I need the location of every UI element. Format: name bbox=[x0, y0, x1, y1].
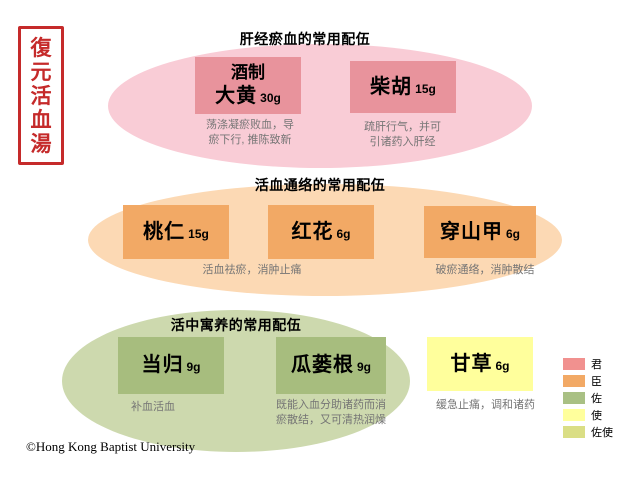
group3-title: 活中寓养的常用配伍 bbox=[170, 317, 302, 333]
legend-row-zuo: 佐 bbox=[563, 389, 613, 406]
herb-name: 穿山甲 bbox=[439, 220, 503, 243]
caption-line: 破瘀通络，消肿散结 bbox=[435, 264, 535, 276]
caption-line: 补血活血 bbox=[131, 401, 175, 413]
legend-row-jun: 君 bbox=[563, 355, 613, 372]
herb-prefix: 酒制 bbox=[231, 63, 265, 83]
legend-swatch-shi bbox=[563, 408, 585, 421]
caption-line: 既能入血分助诸药而消 bbox=[276, 399, 386, 411]
group1-ellipse bbox=[108, 44, 532, 168]
caption-taoren-honghua: 活血祛瘀，消肿止痛 bbox=[178, 263, 326, 278]
herb-box-honghua: 红花 6g bbox=[268, 205, 374, 259]
caption-line: 缓急止痛，调和诸药 bbox=[436, 399, 535, 411]
caption-line: 疏肝行气，并可 bbox=[364, 121, 441, 133]
caption-dahuang: 荡涤凝瘀败血，导 瘀下行, 推陈致新 bbox=[176, 118, 324, 149]
legend-swatch-zuoshi bbox=[563, 425, 585, 438]
legend-label: 君 bbox=[591, 358, 602, 371]
caption-gancao: 缓急止痛，调和诸药 bbox=[413, 398, 558, 413]
herb-dose: 9g bbox=[186, 360, 201, 374]
legend-row-chen: 臣 bbox=[563, 372, 613, 389]
herb-dose: 30g bbox=[260, 90, 281, 105]
herb-box-gualougen: 瓜蒌根 9g bbox=[276, 337, 386, 394]
caption-line: 瘀散结，又可清热润燥 bbox=[276, 414, 386, 427]
herb-box-dahuang: 酒制 大黄 30g bbox=[195, 57, 301, 114]
legend-swatch-chen bbox=[563, 374, 585, 387]
herb-box-danggui: 当归 9g bbox=[118, 337, 224, 394]
herb-dose: 15g bbox=[188, 226, 209, 241]
caption-chuanshanjia: 破瘀通络，消肿散结 bbox=[410, 263, 560, 278]
herb-name: 红花 bbox=[291, 220, 334, 243]
seal-char: 元 bbox=[30, 59, 52, 85]
caption-gualougen: 既能入血分助诸药而消 瘀散结，又可清热润燥 bbox=[258, 398, 404, 429]
legend-label: 臣 bbox=[591, 375, 602, 388]
legend-label: 使 bbox=[591, 409, 602, 422]
legend-row-zuoshi: 佐使 bbox=[563, 423, 613, 440]
legend-swatch-zuo bbox=[563, 391, 585, 404]
herb-name: 柴胡 bbox=[370, 75, 413, 98]
legend-row-shi: 使 bbox=[563, 406, 613, 423]
seal-char: 血 bbox=[30, 107, 52, 133]
herb-name: 大黄 bbox=[215, 84, 258, 107]
herb-name: 当归 bbox=[141, 354, 184, 376]
role-legend: 君 臣 佐 使 佐使 bbox=[563, 355, 613, 440]
herb-name: 瓜蒌根 bbox=[290, 354, 354, 376]
caption-line: 活血祛瘀，消肿止痛 bbox=[202, 264, 302, 276]
caption-line: 引诸药入肝经 bbox=[369, 136, 436, 149]
herb-box-taoren: 桃仁 15g bbox=[123, 205, 229, 259]
herb-dose: 6g bbox=[336, 226, 351, 241]
herb-dose: 6g bbox=[495, 358, 510, 373]
seal-char: 湯 bbox=[30, 131, 52, 157]
herb-box-chuanshanjia: 穿山甲 6g bbox=[424, 206, 536, 258]
group2-title: 活血通络的常用配伍 bbox=[254, 177, 386, 193]
copyright-notice: ©Hong Kong Baptist University bbox=[26, 439, 196, 454]
herb-dose: 9g bbox=[356, 360, 371, 374]
caption-chaihu: 疏肝行气，并可 引诸药入肝经 bbox=[335, 120, 470, 151]
herb-box-gancao: 甘草 6g bbox=[427, 337, 533, 391]
formula-seal: 復 元 活 血 湯 bbox=[18, 26, 64, 166]
group1-title: 肝经瘀血的常用配伍 bbox=[239, 31, 371, 47]
caption-line: 瘀下行, 推陈致新 bbox=[208, 134, 292, 147]
herb-name: 甘草 bbox=[450, 352, 493, 375]
caption-danggui: 补血活血 bbox=[103, 400, 203, 415]
seal-char: 復 bbox=[30, 35, 52, 60]
herb-name: 桃仁 bbox=[143, 220, 186, 243]
herb-box-chaihu: 柴胡 15g bbox=[350, 61, 456, 113]
legend-label: 佐使 bbox=[591, 426, 613, 439]
herb-dose: 15g bbox=[415, 81, 436, 96]
herb-dose: 6g bbox=[505, 226, 520, 241]
caption-line: 荡涤凝瘀败血，导 bbox=[206, 119, 294, 131]
legend-swatch-jun bbox=[563, 357, 585, 370]
seal-char: 活 bbox=[30, 83, 52, 109]
legend-label: 佐 bbox=[591, 392, 602, 405]
